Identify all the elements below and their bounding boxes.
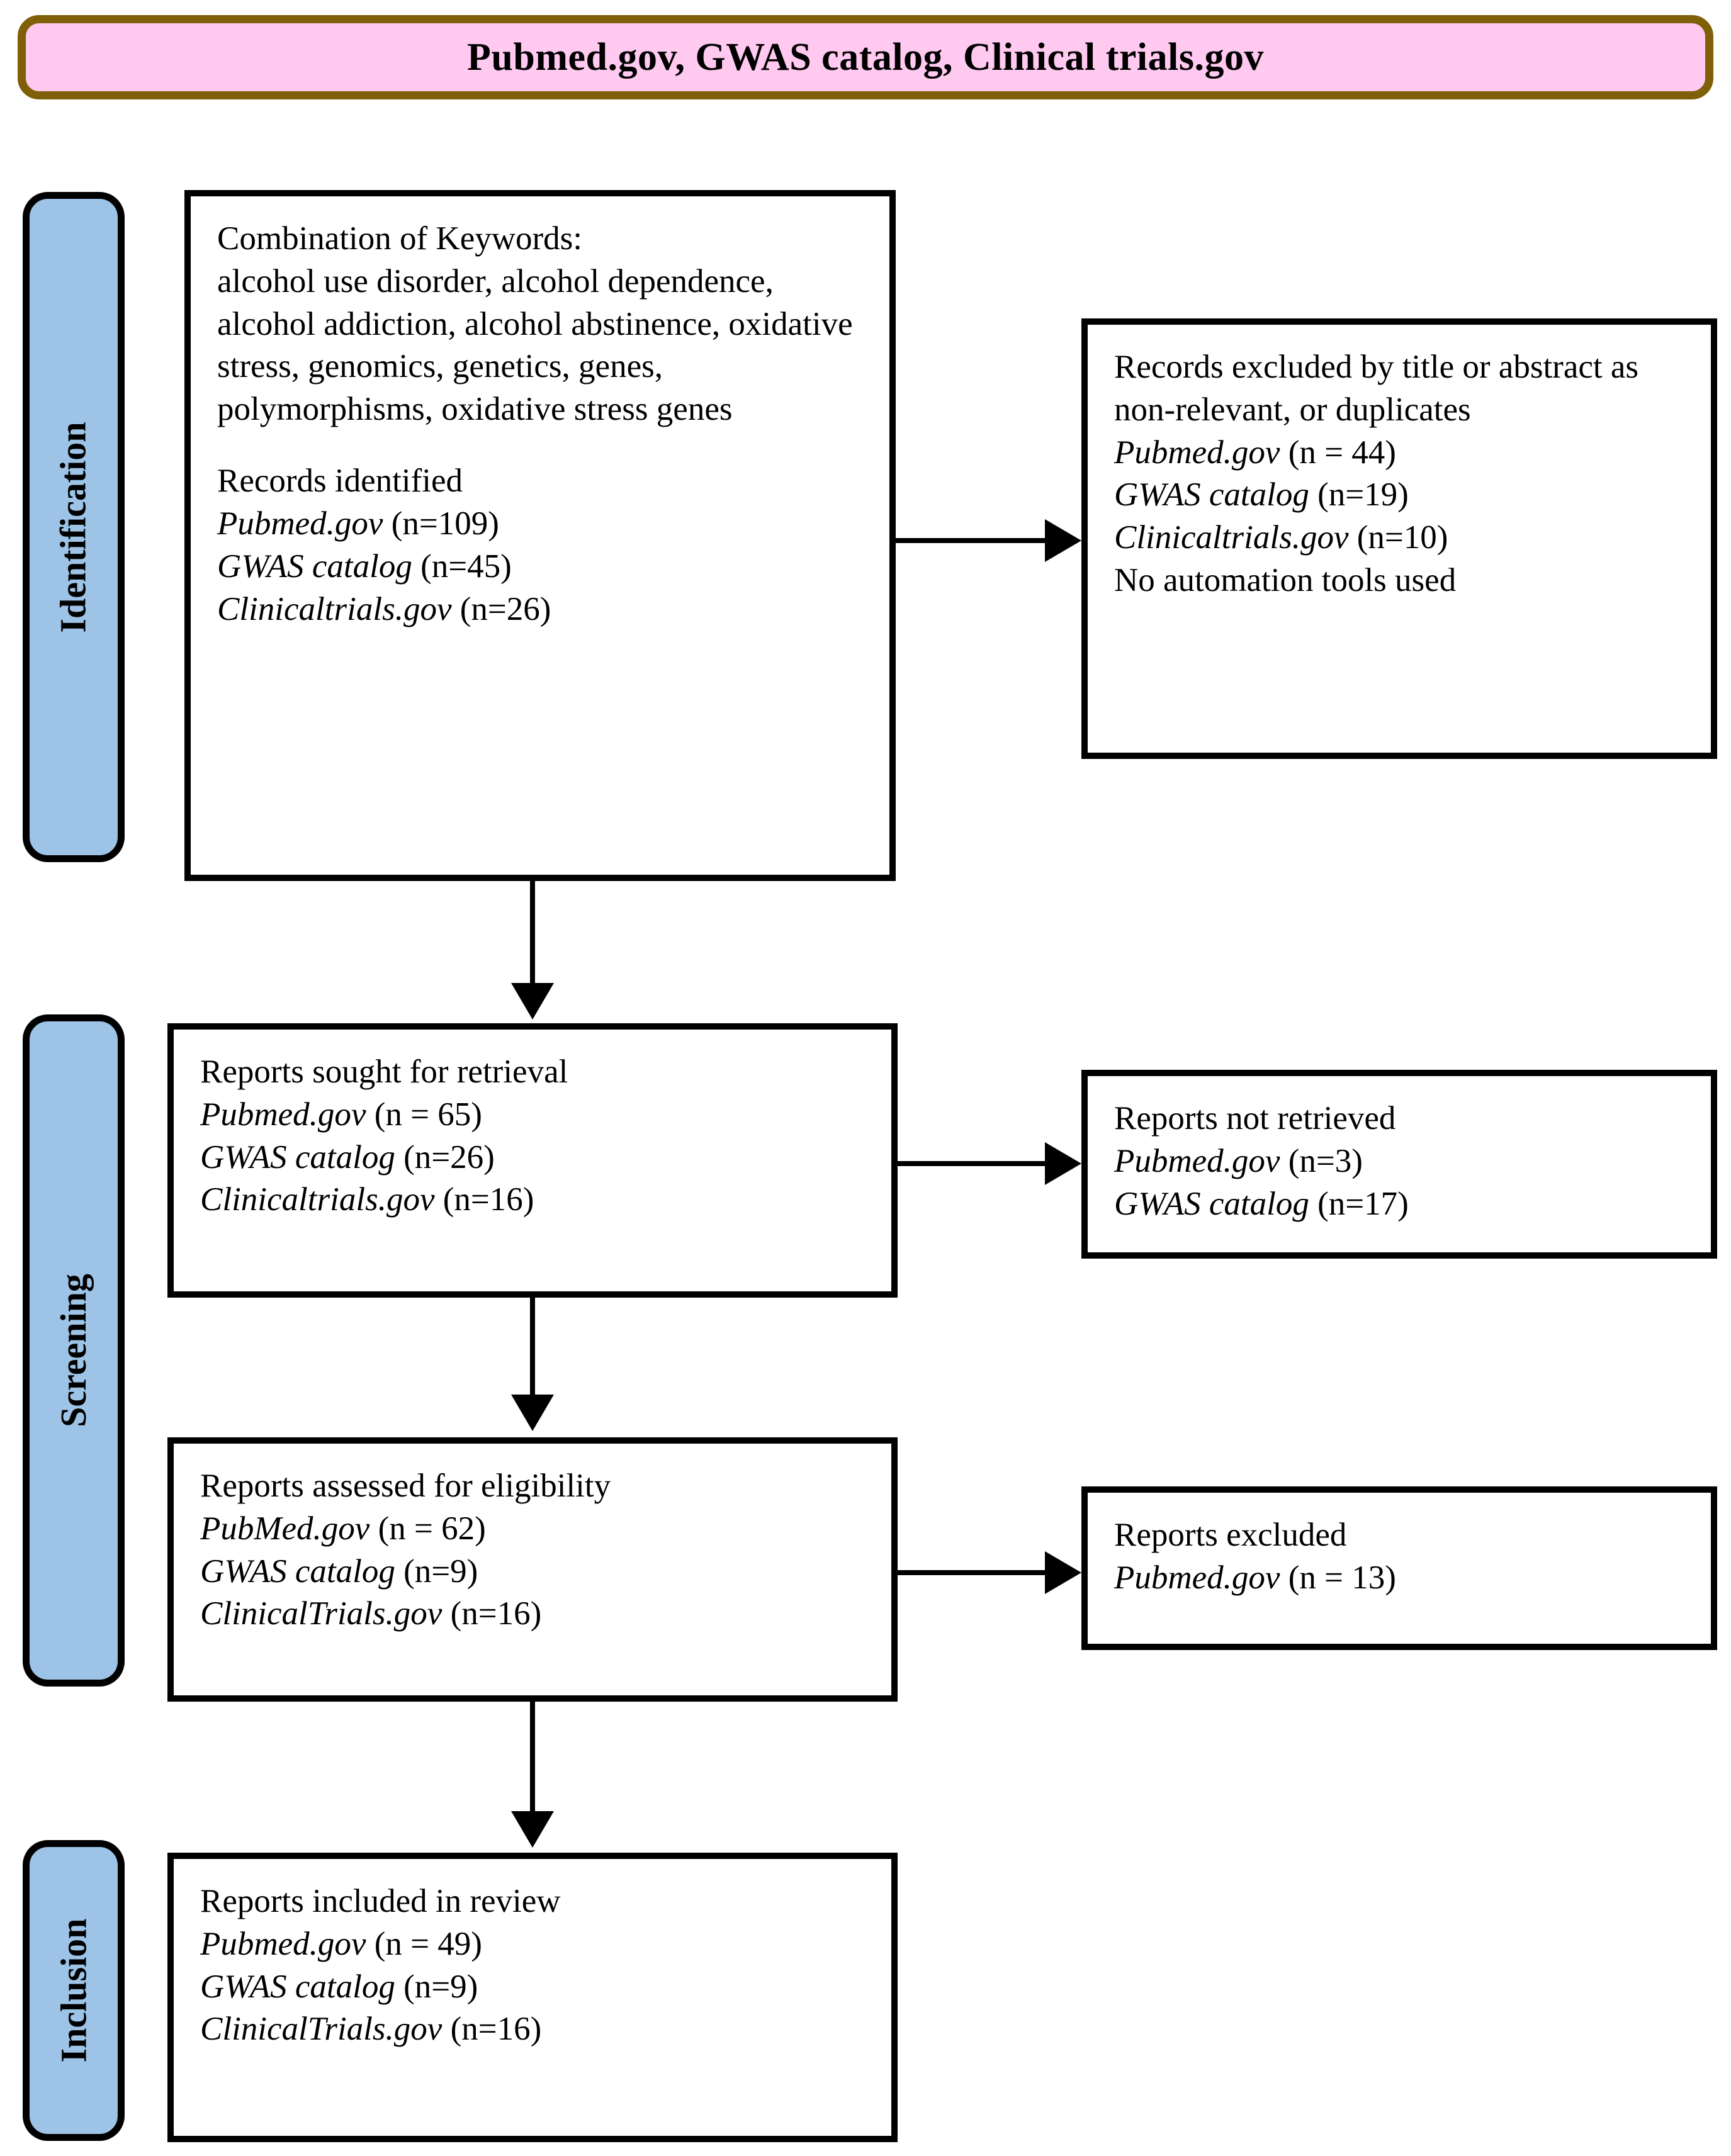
box-records-identified: Combination of Keywords: alcohol use dis… (184, 190, 896, 881)
source-count: (n = 65) (374, 1096, 482, 1133)
reports-assessed-heading: Reports assessed for eligibility (200, 1468, 611, 1504)
reports-excluded-heading: Reports excluded (1114, 1517, 1347, 1553)
records-excluded-heading: Records excluded by title or abstract as… (1114, 349, 1638, 428)
source-row: GWAS catalog (n=9) (200, 1966, 866, 2009)
arrow-right-icon (1045, 1551, 1081, 1594)
connector-assessed-to-included (530, 1702, 535, 1815)
arrow-right-icon (1045, 519, 1081, 562)
box-records-excluded-text: Records excluded by title or abstract as… (1114, 346, 1686, 602)
box-reports-excluded: Reports excluded Pubmed.gov (n = 13) (1081, 1486, 1717, 1650)
source-row: Pubmed.gov (n = 44) (1114, 432, 1686, 474)
page-title: Pubmed.gov, GWAS catalog, Clinical trial… (467, 36, 1264, 79)
keywords-body: alcohol use disorder, alcohol dependence… (217, 262, 853, 428)
source-name: GWAS catalog (1114, 476, 1309, 514)
box-reports-not-retrieved: Reports not retrieved Pubmed.gov (n=3) G… (1081, 1070, 1717, 1259)
box-records-identified-text: Combination of Keywords: alcohol use dis… (217, 218, 864, 631)
source-row: Pubmed.gov (n=109) (217, 503, 864, 546)
source-row: PubMed.gov (n = 62) (200, 1508, 866, 1551)
source-name: ClinicalTrials.gov (200, 2011, 443, 2048)
source-row: GWAS catalog (n=17) (1114, 1183, 1686, 1226)
box-records-excluded: Records excluded by title or abstract as… (1081, 318, 1717, 759)
source-name: Pubmed.gov (1114, 1559, 1280, 1596)
source-count: (n = 49) (374, 1925, 482, 1962)
source-count: (n=9) (403, 1552, 478, 1590)
arrow-down-icon (511, 1811, 554, 1848)
stage-band-identification: Identification (23, 192, 125, 862)
source-row: GWAS catalog (n=19) (1114, 474, 1686, 517)
source-row: Pubmed.gov (n = 13) (1114, 1557, 1686, 1600)
keywords-heading: Combination of Keywords: (217, 220, 582, 257)
stage-band-screening: Screening (23, 1014, 125, 1687)
reports-not-retrieved-heading: Reports not retrieved (1114, 1100, 1396, 1137)
stage-label-screening: Screening (53, 1274, 94, 1427)
connector-sought-to-assessed (530, 1298, 535, 1398)
box-reports-excluded-text: Reports excluded Pubmed.gov (n = 13) (1114, 1514, 1686, 1600)
source-name: Pubmed.gov (217, 505, 383, 542)
source-row: GWAS catalog (n=9) (200, 1551, 866, 1593)
reports-sought-heading: Reports sought for retrieval (200, 1053, 568, 1090)
source-name: Clinicaltrials.gov (1114, 519, 1349, 556)
source-name: Pubmed.gov (1114, 434, 1280, 471)
source-name: Pubmed.gov (1114, 1142, 1280, 1179)
automation-footnote: No automation tools used (1114, 562, 1457, 599)
reports-included-heading: Reports included in review (200, 1883, 561, 1919)
source-count: (n=19) (1317, 476, 1409, 514)
box-reports-included-text: Reports included in review Pubmed.gov (n… (200, 1880, 866, 2051)
arrow-right-icon (1045, 1142, 1081, 1185)
source-name: GWAS catalog (217, 547, 412, 585)
source-count: (n=10) (1356, 519, 1448, 556)
source-count: (n=17) (1317, 1185, 1409, 1222)
source-name: Clinicaltrials.gov (217, 590, 452, 627)
source-count: (n=9) (403, 1968, 478, 2005)
source-count: (n = 62) (378, 1510, 486, 1547)
source-row: Clinicaltrials.gov (n=16) (200, 1179, 866, 1221)
source-row: Clinicaltrials.gov (n=26) (217, 588, 864, 631)
source-count: (n=16) (450, 1595, 542, 1632)
box-reports-sought-text: Reports sought for retrieval Pubmed.gov … (200, 1051, 866, 1221)
connector-assessed-to-excluded (898, 1570, 1061, 1575)
source-name: GWAS catalog (200, 1968, 395, 2005)
source-row: Pubmed.gov (n = 49) (200, 1923, 866, 1966)
source-name: ClinicalTrials.gov (200, 1595, 443, 1632)
source-count: (n = 44) (1288, 434, 1396, 471)
box-reports-assessed-text: Reports assessed for eligibility PubMed.… (200, 1465, 866, 1636)
source-name: GWAS catalog (200, 1552, 395, 1590)
source-name: GWAS catalog (1114, 1185, 1309, 1222)
stage-label-identification: Identification (53, 421, 94, 633)
connector-identified-to-sought (530, 881, 535, 988)
source-count: (n=16) (443, 1181, 534, 1218)
source-row: GWAS catalog (n=45) (217, 546, 864, 588)
source-row: Pubmed.gov (n = 65) (200, 1094, 866, 1137)
spacer (217, 431, 864, 460)
source-name: Pubmed.gov (200, 1925, 366, 1962)
source-name: Clinicaltrials.gov (200, 1181, 435, 1218)
source-name: PubMed.gov (200, 1510, 370, 1547)
arrow-down-icon (511, 1395, 554, 1431)
arrow-down-icon (511, 983, 554, 1019)
source-row: ClinicalTrials.gov (n=16) (200, 2008, 866, 2051)
source-name: GWAS catalog (200, 1138, 395, 1176)
source-row: ClinicalTrials.gov (n=16) (200, 1593, 866, 1636)
source-row: Pubmed.gov (n=3) (1114, 1140, 1686, 1183)
source-count: (n=3) (1288, 1142, 1363, 1179)
box-reports-sought: Reports sought for retrieval Pubmed.gov … (167, 1023, 898, 1298)
box-reports-not-retrieved-text: Reports not retrieved Pubmed.gov (n=3) G… (1114, 1098, 1686, 1225)
connector-sought-to-not-retrieved (898, 1161, 1061, 1166)
source-count: (n=45) (420, 547, 512, 585)
box-reports-included: Reports included in review Pubmed.gov (n… (167, 1853, 898, 2142)
source-name: Pubmed.gov (200, 1096, 366, 1133)
box-reports-assessed: Reports assessed for eligibility PubMed.… (167, 1437, 898, 1702)
source-count: (n=26) (460, 590, 551, 627)
stage-label-inclusion: Inclusion (53, 1918, 94, 2063)
connector-identified-to-excluded (896, 538, 1061, 543)
records-identified-heading: Records identified (217, 463, 463, 500)
source-count: (n = 13) (1288, 1559, 1396, 1596)
source-row: GWAS catalog (n=26) (200, 1137, 866, 1179)
source-row: Clinicaltrials.gov (n=10) (1114, 517, 1686, 559)
sources-header-banner: Pubmed.gov, GWAS catalog, Clinical trial… (18, 15, 1713, 99)
stage-band-inclusion: Inclusion (23, 1840, 125, 2141)
source-count: (n=16) (450, 2011, 542, 2048)
source-count: (n=26) (403, 1138, 495, 1176)
source-count: (n=109) (391, 505, 499, 542)
